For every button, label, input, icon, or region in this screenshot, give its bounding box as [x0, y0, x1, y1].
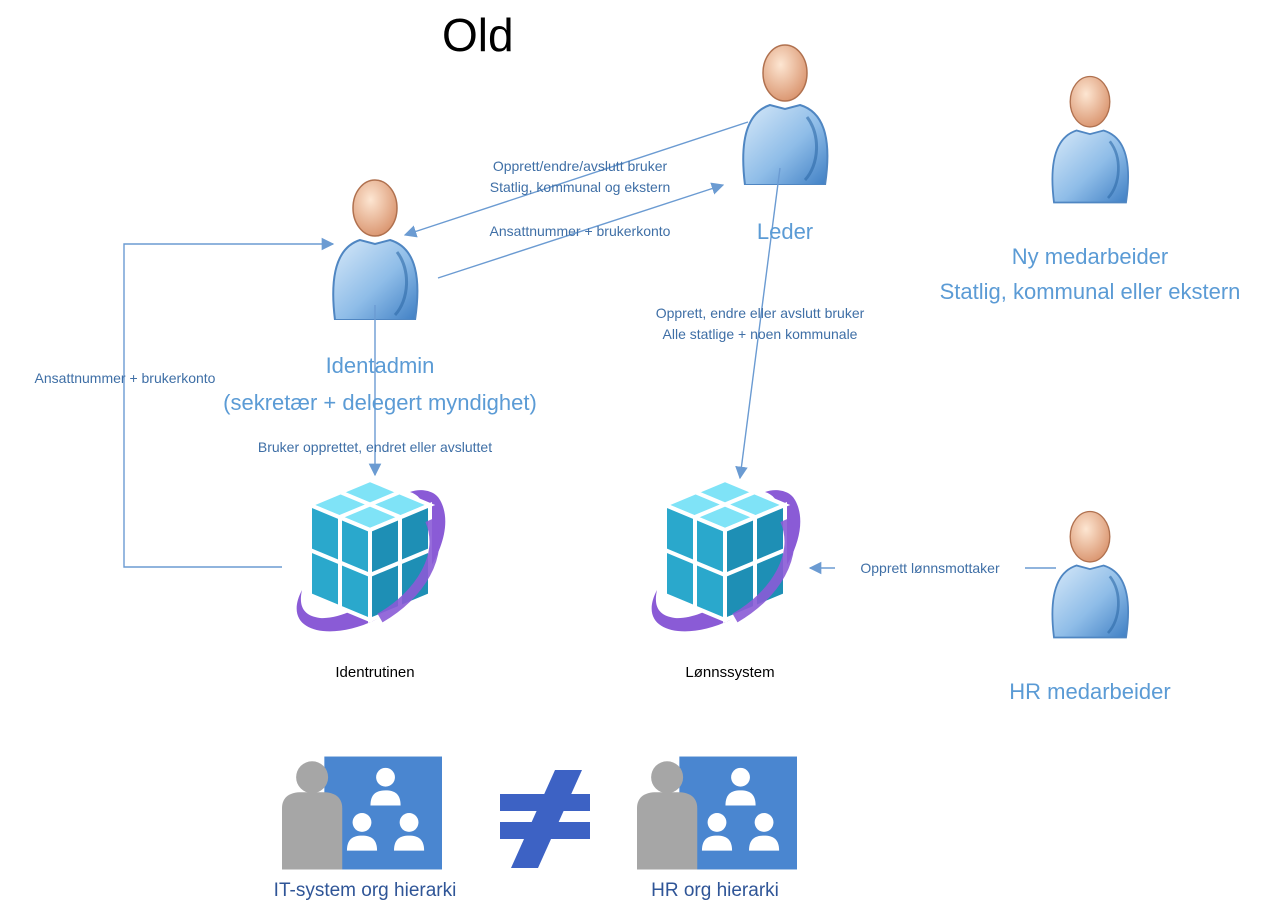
- ny-medarbeider-person-icon: [1051, 75, 1130, 204]
- it-hierarchy-label: IT-system org hierarki: [273, 880, 457, 901]
- edge-label-identadmin-to-leder: Ansattnummer + brukerkonto: [489, 223, 671, 239]
- edge-label-line: Statlig, kommunal og ekstern: [489, 179, 671, 195]
- lonnssystem-label: Lønnssystem: [685, 664, 775, 681]
- arrow-identrutinen-to-identadmin: [123, 237, 335, 568]
- edge-label-hr-to-lonnssystem: Opprett lønnsmottaker: [835, 558, 1025, 579]
- it-org-hierarchy-icon: [282, 756, 442, 870]
- edge-label-identrutinen-to-identadmin: Ansattnummer + brukerkonto: [34, 370, 216, 386]
- arrow-identadmin-to-leder: [437, 182, 725, 279]
- hr-medarbeider-label: HR medarbeider: [1009, 679, 1171, 704]
- edge-label-leder-to-lonnssystem: Opprett, endre eller avslutt bruker Alle…: [620, 303, 900, 345]
- edge-label-line: Opprett, endre eller avslutt bruker: [655, 305, 865, 321]
- hr-hierarchy-label: HR org hierarki: [651, 880, 779, 901]
- identrutinen-database-cube-icon: [297, 480, 446, 631]
- hr-medarbeider-person-icon: [1050, 510, 1130, 639]
- identadmin-label: Identadmin: [325, 353, 435, 378]
- arrow-leder-to-lonnssystem: [735, 167, 781, 480]
- ny-medarbeider-sublabel: Statlig, kommunal eller ekstern: [939, 279, 1241, 304]
- edge-label-line: Opprett/endre/avslutt bruker: [492, 158, 668, 174]
- lonnssystem-database-cube-icon: [652, 480, 801, 631]
- identadmin-person-icon: [331, 178, 419, 320]
- edge-label-identadmin-to-identrutinen: Bruker opprettet, endret eller avsluttet: [257, 439, 493, 455]
- hr-org-hierarchy-icon: [637, 756, 797, 870]
- page-title: Old: [442, 9, 514, 61]
- leder-label: Leder: [756, 219, 814, 244]
- edge-label-line: Alle statlige + noen kommunale: [662, 326, 858, 342]
- arrow-leder-to-identadmin: [403, 121, 749, 238]
- identadmin-sublabel: (sekretær + delegert myndighet): [223, 390, 537, 415]
- edge-label-leder-to-identadmin: Opprett/endre/avslutt bruker Statlig, ko…: [455, 156, 705, 198]
- identrutinen-label: Identrutinen: [335, 664, 415, 681]
- not-equal-icon: [500, 770, 590, 868]
- ny-medarbeider-label: Ny medarbeider: [1011, 244, 1169, 269]
- leder-person-icon: [741, 43, 829, 185]
